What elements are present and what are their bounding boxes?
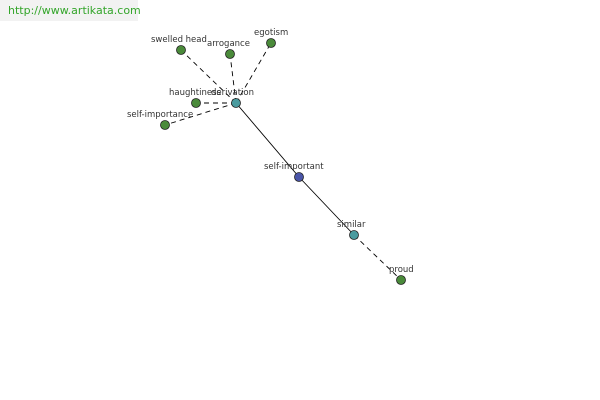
node-label-arrogance[interactable]: arrogance [207,39,250,49]
node-label-swelled-head[interactable]: swelled head [151,35,207,45]
nodes-layer [160,38,406,285]
edge-derivation-swelled-head [180,49,237,104]
edge-self-important-similar [298,176,355,236]
node-proud[interactable] [396,275,406,285]
node-arrogance[interactable] [225,49,235,59]
edge-derivation-self-importance [164,102,237,126]
node-label-derivation[interactable]: derivation [211,88,254,98]
node-label-self-important[interactable]: self-important [264,162,324,172]
node-label-self-importance[interactable]: self-importance [127,110,193,120]
node-derivation[interactable] [231,98,241,108]
node-label-haughtiness[interactable]: haughtiness [169,88,222,98]
edges-layer [164,42,402,281]
source-url[interactable]: http://www.artikata.com [0,0,141,21]
node-self-importance[interactable] [160,120,170,130]
node-self-important[interactable] [294,172,304,182]
node-swelled-head[interactable] [176,45,186,55]
node-label-similar[interactable]: similar [337,220,366,230]
edge-derivation-egotism [235,42,272,104]
node-label-proud[interactable]: proud [389,265,414,275]
node-egotism[interactable] [266,38,276,48]
node-label-egotism[interactable]: egotism [254,28,288,38]
edge-self-important-derivation [235,102,300,178]
labels-layer: self-important derivation similar swelled h… [127,28,414,275]
node-similar[interactable] [349,230,359,240]
edge-similar-proud [353,234,402,281]
node-haughtiness[interactable] [191,98,201,108]
